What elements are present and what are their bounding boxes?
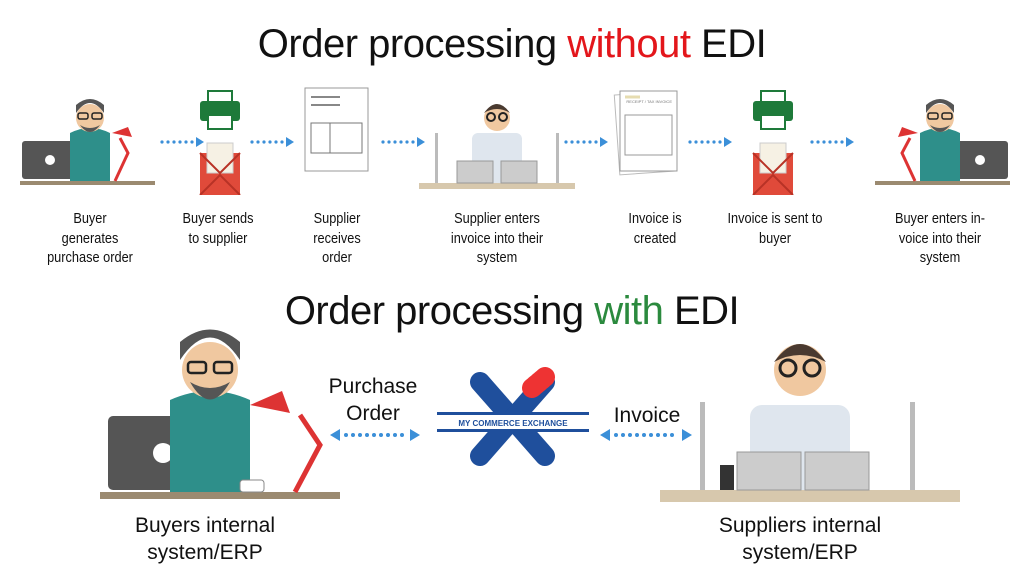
my-commerce-exchange-logo: MY COMMERCE EXCHANGE <box>437 367 589 466</box>
top-title: Order processing without EDI <box>0 22 1024 67</box>
step-label: Invoice is sent to buyer <box>727 211 823 247</box>
top-row-illustrations: RECEIPT / TAX INVOICE <box>18 87 1012 195</box>
arrow-icon <box>250 137 294 147</box>
arrow-icon <box>564 137 608 147</box>
title-prefix: Order processing <box>284 289 595 333</box>
step-label: Invoice is created <box>628 211 682 247</box>
arrow-icon <box>160 137 204 147</box>
step-label: Supplier enters invoice into their syste… <box>450 211 544 266</box>
step-label: Buyer sends to supplier <box>182 211 254 247</box>
step-label: Buyer generates purchase order <box>47 211 133 266</box>
svg-text:RECEIPT / TAX INVOICE: RECEIPT / TAX INVOICE <box>626 99 672 104</box>
bottom-title: Order processing with EDI <box>0 289 1024 334</box>
edi-illustrations: MY COMMERCE EXCHANGE <box>100 329 960 502</box>
step-label: Buyer enters in-voice into their system <box>894 211 986 266</box>
arrow-icon <box>810 137 854 147</box>
supplier-system-icon <box>660 344 960 502</box>
buyer-system-label: Buyers internal system/ERP <box>134 514 276 564</box>
printer-mail-icon <box>199 90 241 195</box>
svg-text:MY COMMERCE EXCHANGE: MY COMMERCE EXCHANGE <box>458 419 568 428</box>
arrow-icon <box>688 137 732 147</box>
document-icon <box>304 87 369 172</box>
purchase-order-label: Purchase Order <box>328 375 418 425</box>
buyer-laptop-icon <box>873 97 1012 187</box>
step-label: Supplier receives order <box>313 211 361 266</box>
supplier-system-label: Suppliers internal system/ERP <box>718 514 882 564</box>
title-highlight: with <box>594 289 664 333</box>
supplier-desk-icon <box>418 103 576 190</box>
title-highlight: without <box>567 22 691 66</box>
invoice-document-icon: RECEIPT / TAX INVOICE <box>613 90 678 176</box>
buyer-laptop-icon <box>18 97 157 187</box>
title-suffix: EDI <box>690 22 767 66</box>
invoice-label: Invoice <box>613 404 681 427</box>
invoice-arrow-icon <box>600 429 692 441</box>
arrow-icon <box>381 137 425 147</box>
title-suffix: EDI <box>663 289 740 333</box>
buyer-system-icon <box>100 329 340 499</box>
purchase-order-arrow-icon <box>330 429 420 441</box>
printer-mail-icon <box>752 90 794 195</box>
title-prefix: Order processing <box>257 22 568 66</box>
